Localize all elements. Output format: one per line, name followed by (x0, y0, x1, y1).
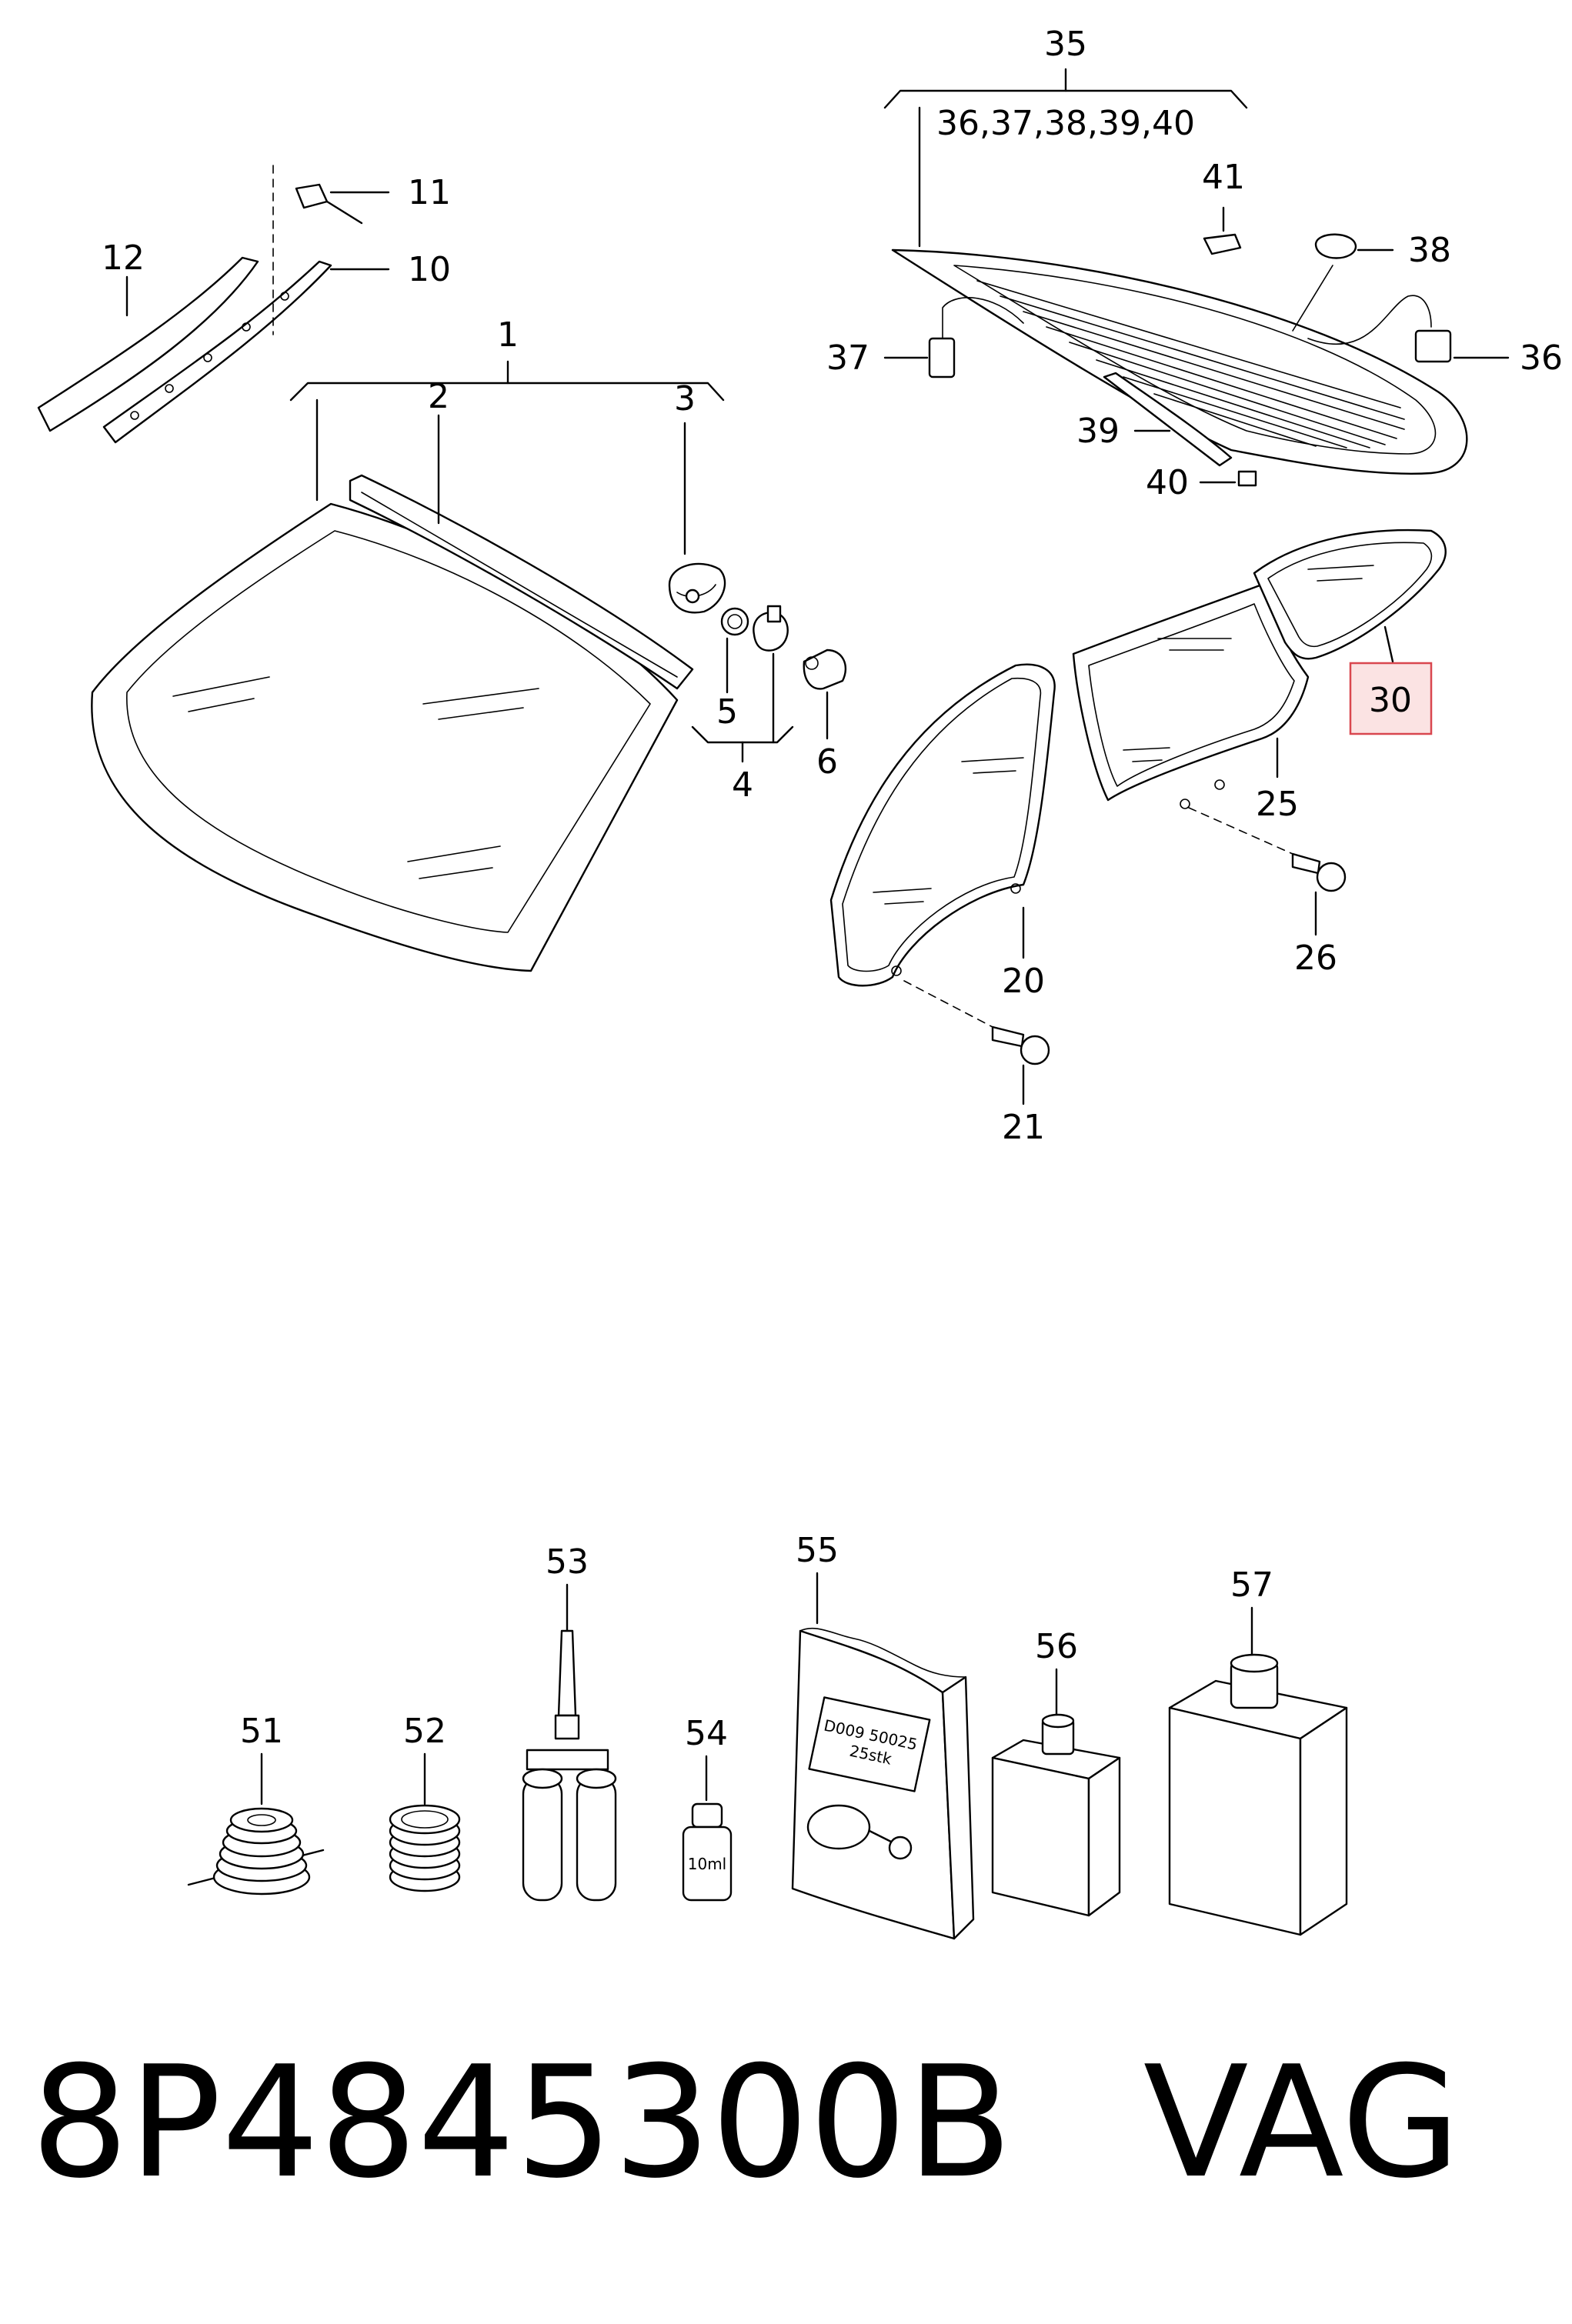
callout-56: 56 (1035, 1627, 1078, 1666)
callout-38: 38 (1408, 231, 1451, 270)
trim-moulding (102, 260, 332, 444)
callout-26: 26 (1294, 939, 1337, 978)
callout-2: 2 (428, 377, 449, 416)
callout-1: 1 (497, 315, 519, 355)
callout-39: 39 (1076, 412, 1120, 451)
spacer-40 (1237, 470, 1257, 487)
callout-21: 21 (1002, 1108, 1045, 1147)
side-trim-strip (37, 256, 259, 432)
callout-10: 10 (408, 250, 451, 289)
callout-6: 6 (816, 742, 838, 782)
quarter-glass-30 (1253, 528, 1447, 660)
callout-35: 35 (1044, 25, 1087, 64)
callout-5: 5 (716, 692, 738, 732)
callout-54: 54 (685, 1714, 728, 1753)
callout-20: 20 (1002, 962, 1045, 1001)
clip-41 (1203, 233, 1242, 255)
windshield-group: 1 2 3 5 4 (37, 165, 847, 972)
connector-36 (1414, 329, 1452, 363)
adhesive-cartridge (522, 1629, 617, 1902)
callout-3: 3 (674, 379, 696, 418)
grommet-38 (1314, 233, 1357, 259)
connector-37 (928, 337, 956, 378)
footer: 8P4845300B VAG (31, 2031, 1539, 2216)
consumables-group: 51 52 53 (187, 1531, 1348, 1940)
highlight-box-30 (1349, 662, 1433, 735)
callout-37: 37 (826, 338, 869, 378)
callout-41: 41 (1202, 158, 1245, 197)
activator-bottle (1168, 1653, 1348, 1936)
side-windows-group: 20 21 25 26 30 (829, 528, 1447, 1147)
callout-25: 25 (1256, 785, 1299, 824)
part-number: 8P4845300B (31, 2033, 1013, 2212)
callout-12: 12 (102, 238, 145, 278)
sealing-cord-roll (212, 1807, 311, 1896)
callout-53: 53 (546, 1542, 589, 1582)
cleaner-bottle (991, 1713, 1121, 1917)
screw-26 (1291, 852, 1321, 875)
windshield-glass (91, 502, 679, 972)
callout-35-sub: 36,37,38,39,40 (936, 104, 1195, 143)
spring-coil (389, 1804, 461, 1892)
primer-bottle-10ml: 10ml (682, 1802, 733, 1902)
callout-40: 40 (1146, 463, 1189, 502)
bottle-label: 10ml (688, 1855, 727, 1873)
rear-window-group: 35 36,37,38,39,40 37 38 36 41 (826, 25, 1563, 502)
brand-name: VAG (1143, 2033, 1461, 2212)
callout-36: 36 (1520, 338, 1563, 378)
sensor-holder (803, 649, 847, 690)
rear-window-glass (891, 248, 1468, 475)
callout-55: 55 (796, 1531, 839, 1570)
ring-washer (720, 607, 749, 636)
callout-52: 52 (403, 1712, 446, 1751)
screw-21 (991, 1025, 1025, 1048)
wipes-package: D009 50025 25stk (791, 1627, 975, 1940)
seal-strip-39 (1103, 372, 1233, 467)
callout-30: 30 (1369, 681, 1412, 720)
callout-51: 51 (240, 1712, 283, 1751)
callout-4: 4 (732, 765, 753, 805)
rear-door-glass-25 (1072, 583, 1310, 802)
callout-57: 57 (1230, 1565, 1273, 1605)
callout-11: 11 (408, 173, 451, 212)
mirror-clip (668, 562, 726, 614)
rivet (295, 183, 329, 209)
door-glass-20 (829, 663, 1056, 987)
